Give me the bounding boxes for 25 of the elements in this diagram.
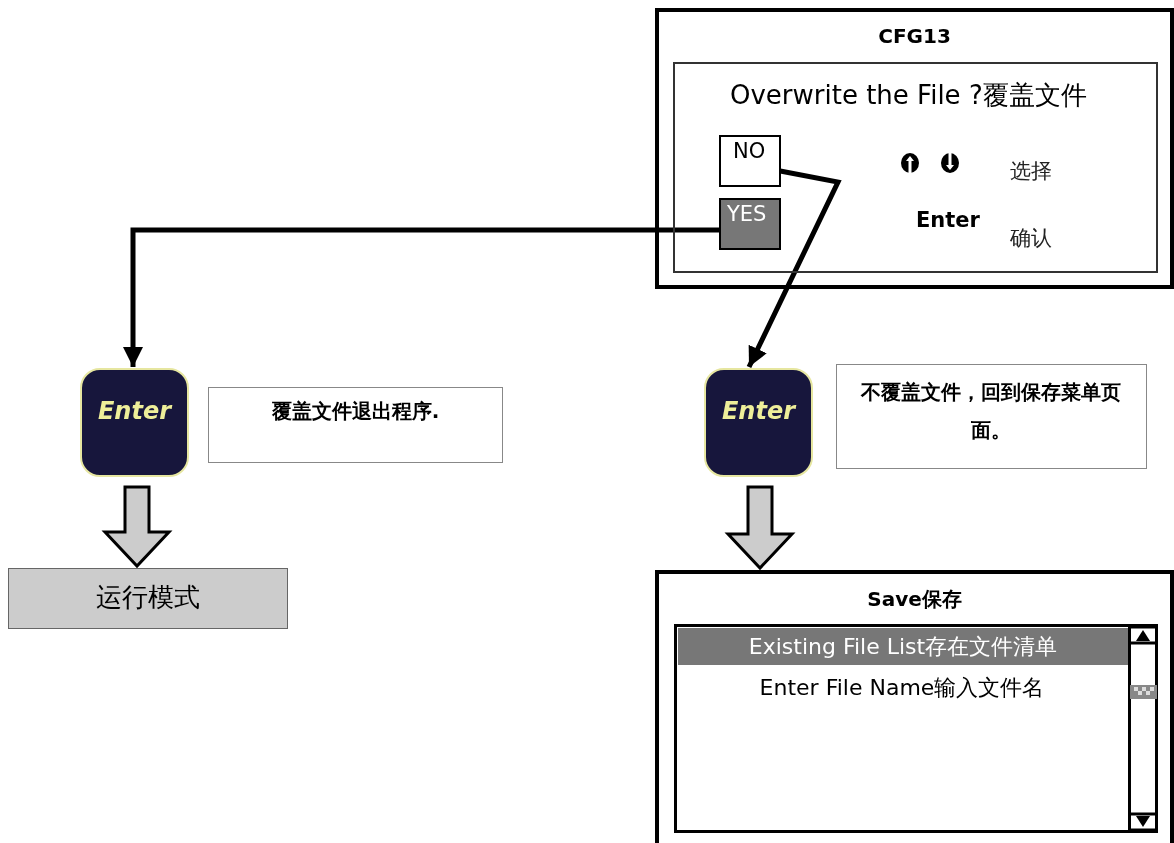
hint-text: 确认 — [1010, 225, 1052, 252]
arrow — [746, 167, 842, 369]
note-box — [208, 387, 503, 463]
selected-list-item: Existing File List存在文件清单 — [678, 628, 1128, 665]
note-text: 覆盖文件退出程序. — [270, 398, 441, 425]
screen-title: CFG13 — [877, 24, 952, 48]
screen-title: Save保存 — [866, 586, 963, 613]
screen-frame — [655, 570, 1174, 843]
block-arrow — [724, 485, 796, 571]
note-text: 不覆盖文件，回到保存菜单页面。 — [859, 379, 1122, 444]
list-item: Enter File Name输入文件名 — [758, 674, 1046, 702]
hint-text: 选择 — [1010, 158, 1052, 185]
key-label: Enter — [916, 208, 980, 232]
screen-frame — [655, 8, 1174, 289]
mode-box: 运行模式 — [8, 568, 288, 629]
file-list — [674, 624, 1158, 833]
dialog-question: Overwrite the File ?覆盖文件 — [730, 79, 1087, 112]
arrow — [123, 227, 719, 367]
dialog-panel — [673, 62, 1158, 273]
option-button: YES — [719, 198, 781, 250]
enter-key: Enter — [80, 368, 189, 477]
option-button: NO — [719, 135, 781, 187]
note-box — [836, 364, 1147, 469]
enter-key: Enter — [704, 368, 813, 477]
block-arrow — [101, 485, 173, 569]
